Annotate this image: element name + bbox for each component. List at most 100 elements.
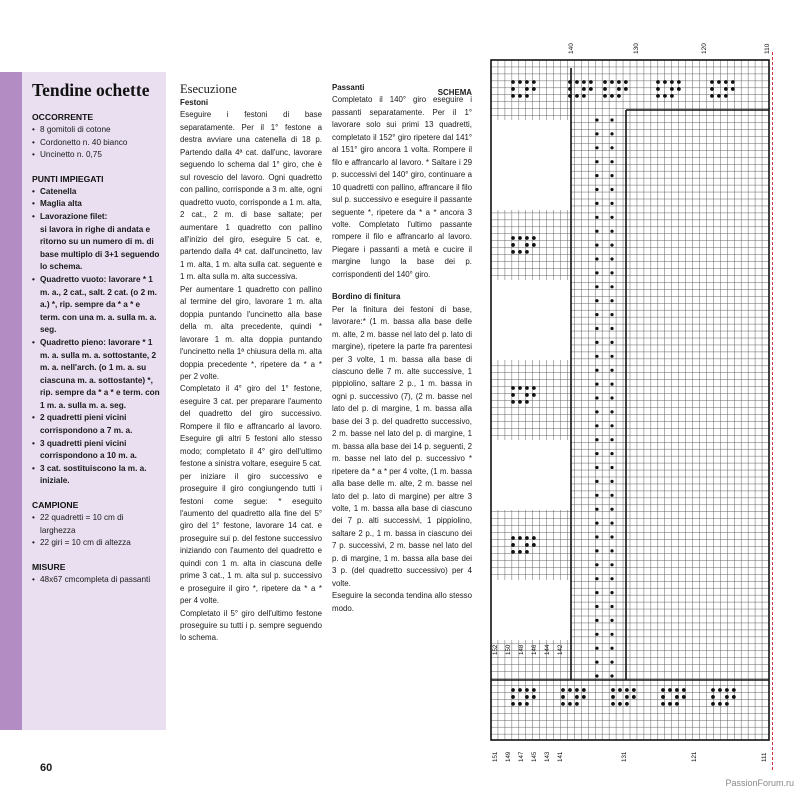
motif-dot	[676, 80, 681, 84]
band-dot	[595, 285, 599, 289]
motif-dot	[611, 702, 615, 706]
band-dot	[610, 591, 614, 595]
motif-dot	[511, 543, 515, 547]
list-item: Catenella	[32, 186, 160, 199]
motif-dot	[518, 80, 522, 84]
band-dot	[610, 438, 614, 442]
motif-dot	[531, 536, 536, 540]
band-dot	[610, 674, 614, 678]
motif-dot	[625, 695, 629, 699]
band-dot	[595, 618, 599, 623]
motif-dot	[511, 87, 515, 91]
motif-dot	[525, 94, 529, 98]
band-dot	[595, 521, 599, 525]
motif-dot	[731, 695, 736, 699]
motif-dot	[675, 695, 679, 699]
motif-dot	[625, 688, 629, 692]
motif-dot	[511, 536, 515, 540]
band-dot	[595, 549, 599, 553]
axis-tick-label: 145	[531, 751, 538, 762]
motif-dot	[575, 695, 579, 699]
list-item-text: 8 gomitoli di cotone	[40, 125, 111, 134]
motif-dot	[668, 688, 672, 692]
sidebar-heading: CAMPIONE	[32, 500, 79, 511]
motif-dot	[656, 87, 660, 91]
motif-dot	[561, 702, 565, 706]
list-item: 3 cat. sostituiscono la m. a. iniziale.	[32, 463, 160, 488]
band-dot	[595, 632, 599, 636]
motif-dot	[610, 80, 614, 84]
motif-dot	[518, 400, 522, 404]
list-item: Cordonetto n. 40 bianco	[32, 137, 160, 150]
motif-dot	[618, 688, 622, 692]
motif-dot	[730, 80, 735, 84]
band-dot	[595, 646, 599, 650]
list-item-text: Lavorazione filet:	[40, 211, 108, 221]
axis-tick-label: 130	[633, 43, 640, 54]
motif-dot	[525, 250, 529, 254]
band-dot	[595, 354, 599, 358]
motif-dot	[511, 386, 515, 390]
sidebar-heading: PUNTI IMPIEGATI	[32, 173, 104, 184]
axis-tick-label: 150	[505, 644, 512, 655]
motif-dot	[588, 87, 593, 91]
motif-dot	[511, 695, 515, 699]
band-dot	[610, 313, 614, 317]
band-dot	[610, 549, 614, 553]
list-item: 22 quadretti = 10 cm di larghezza	[32, 512, 160, 537]
band-dot	[610, 618, 614, 623]
motif-dot	[511, 250, 515, 254]
motif-dot	[518, 250, 522, 254]
motif-dot	[531, 87, 536, 91]
motif-dot	[661, 702, 665, 706]
motif-dot	[724, 94, 728, 98]
motif-dot	[511, 236, 515, 240]
band-dot	[610, 660, 614, 664]
band-dot	[610, 201, 614, 205]
band-dot	[610, 396, 614, 400]
band-dot	[595, 591, 599, 595]
motif-dot	[531, 236, 536, 240]
axis-tick-label: 142	[557, 644, 564, 655]
band-dot	[595, 215, 599, 219]
list-item-text: 2 quadretti pieni vicini corrispondono a…	[40, 413, 133, 436]
motif-dot	[511, 688, 515, 692]
band-dot	[595, 507, 599, 511]
band-dot	[595, 465, 599, 470]
list-item: Quadretto pieno: lavorare * 1 m. a. sull…	[32, 337, 160, 413]
motif-dot	[618, 702, 622, 706]
band-dot	[595, 201, 599, 205]
sidebar-heading: MISURE	[32, 561, 66, 572]
paragraph: Eseguire la seconda tendina allo stesso …	[332, 591, 472, 613]
motif-dot	[711, 695, 715, 699]
motif-dot	[617, 80, 621, 84]
list-item-text: 3 quadretti pieni vicini corrispondono a…	[40, 438, 137, 461]
motif-dot	[525, 393, 529, 397]
axis-tick-label: 141	[557, 751, 564, 762]
band-dot	[595, 340, 599, 344]
motif-dot	[568, 87, 572, 91]
motif-dot	[518, 236, 522, 240]
motif-dot	[575, 94, 579, 98]
motif-dot	[675, 702, 679, 706]
instructions-column-1: Esecuzione Festoni Eseguire i festoni di…	[180, 82, 322, 645]
axis-tick-label: 146	[531, 644, 538, 655]
motif-dot	[663, 94, 667, 98]
motif-dot	[525, 87, 529, 91]
motif-dot	[531, 688, 536, 692]
motif-dot	[575, 80, 579, 84]
motif-dot	[663, 80, 667, 84]
motif-dot	[511, 80, 515, 84]
band-dot	[610, 340, 614, 344]
motif-dot	[725, 695, 729, 699]
list-item: Maglia alta	[32, 198, 160, 211]
list-item: 22 giri = 10 cm di altezza	[32, 537, 160, 550]
band-dot	[610, 257, 614, 261]
watermark: PassionForum.ru	[725, 778, 794, 788]
list-item: 8 gomitoli di cotone	[32, 124, 160, 137]
blank-region	[490, 120, 571, 210]
motif-dot	[531, 543, 536, 547]
band-dot	[610, 271, 614, 275]
motif-dot	[568, 702, 572, 706]
band-dot	[595, 187, 599, 192]
